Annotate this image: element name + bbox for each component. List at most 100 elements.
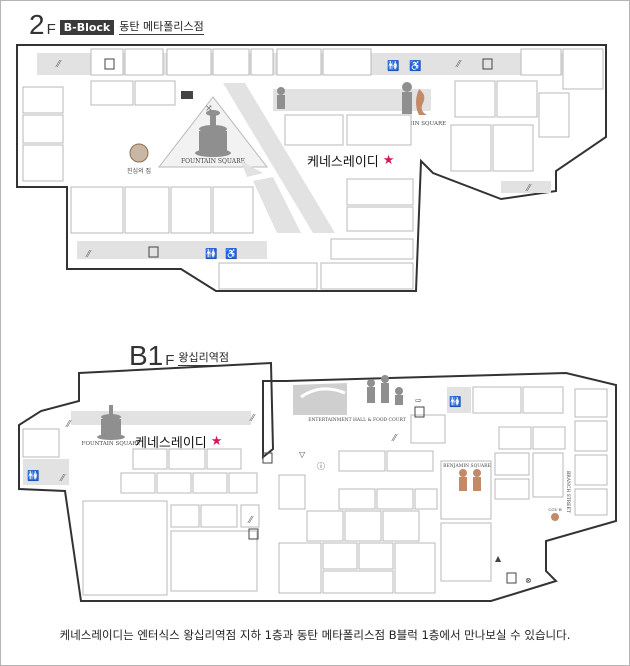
statue-icon: [367, 375, 403, 405]
benjamin-square-label: BENJAMIN SQUARE: [443, 463, 491, 469]
statue-icon: [459, 469, 481, 491]
svg-text:⤨: ⤨: [205, 104, 213, 114]
shop: [346, 178, 414, 206]
shop: [330, 238, 414, 260]
escalator-icon: ⁄⁄ ⁄⁄ ⁄⁄ ⁄⁄ ⤨: [55, 60, 533, 260]
shop: [170, 530, 258, 592]
escalator-icon: ⁄⁄ ⁄⁄ ⁄⁄ ⁄⁄ ⁄⁄: [59, 414, 399, 526]
svg-text:▲: ▲: [495, 554, 502, 563]
shop: [520, 48, 562, 76]
shop: [90, 48, 124, 76]
location-caption: 케네스레이디는 엔터식스 왕십리역점 지하 1층과 동탄 메타폴리스점 B블럭 …: [59, 628, 571, 642]
shop: [170, 504, 200, 528]
restaurant-logo-icon: [129, 143, 149, 163]
shop: [574, 388, 608, 418]
shop: [574, 488, 608, 516]
shop: [22, 86, 64, 114]
shop: [132, 448, 168, 470]
svg-text:♿: ♿: [409, 59, 421, 72]
shop: [322, 542, 358, 570]
small-logo-label: CGV B: [548, 507, 561, 512]
shop: [170, 186, 212, 234]
shop: [346, 206, 414, 232]
svg-text:⁄⁄: ⁄⁄: [59, 474, 67, 484]
star-icon: ★: [210, 434, 223, 449]
shop: [212, 48, 250, 76]
svg-text:🚻: 🚻: [205, 247, 217, 260]
corridor-right: [447, 387, 471, 413]
svg-text:🚻: 🚻: [387, 59, 399, 72]
shop: [250, 48, 274, 76]
shop: [498, 426, 532, 450]
shop: [284, 114, 344, 146]
shop: [494, 452, 530, 476]
store-marker-2f[interactable]: 케네스레이디 ★: [307, 151, 394, 170]
corridor-benjamin: [273, 89, 431, 111]
small-logo-icon: [551, 513, 559, 521]
grey-wedge: [241, 161, 263, 177]
store-label: 케네스레이디: [135, 436, 207, 451]
cafe-icon: [181, 91, 193, 99]
shop: [338, 488, 376, 510]
shop: [346, 114, 412, 146]
shop: [166, 48, 212, 76]
star-icon: ★: [382, 153, 395, 168]
corridor-bottom: [77, 241, 267, 259]
shop: [320, 262, 414, 290]
shop: [522, 386, 564, 414]
info-icon: ⓘ ▽ ⇨ ▲ ⊗: [299, 396, 532, 585]
corridor-diagonal: [223, 83, 335, 233]
store-label: 케네스레이디: [307, 155, 379, 170]
benjamin-square-label: BENJAMIN SQUARE: [388, 121, 446, 127]
svg-text:⁄⁄: ⁄⁄: [247, 516, 255, 526]
building-name: 동탄 메타폴리스점: [119, 20, 204, 35]
shop: [410, 414, 446, 444]
shop: [532, 426, 566, 450]
svg-text:⇨: ⇨: [415, 396, 422, 405]
shop: [454, 80, 496, 118]
shop: [538, 92, 570, 138]
shop: [218, 262, 318, 290]
shop: [574, 420, 608, 452]
shop: [168, 448, 206, 470]
floor-b1-map: FOUNTAIN SQUARE ENTERTAINMENT HALL & FOO…: [18, 361, 617, 602]
shop: [200, 504, 238, 528]
svg-text:⁄⁄: ⁄⁄: [85, 250, 93, 260]
shop: [120, 472, 156, 494]
shop: [382, 510, 420, 542]
shop: [450, 124, 492, 172]
shop: [386, 450, 434, 472]
shop: [156, 472, 192, 494]
store-marker-b1[interactable]: 케네스레이디 ★: [135, 432, 222, 451]
floor-number: 2: [29, 9, 45, 40]
shop: [134, 80, 176, 106]
statue-icon: [277, 82, 412, 114]
elevator-icon: [104, 58, 493, 258]
shop: [472, 386, 522, 414]
fountain-icon: [97, 405, 125, 440]
shop: [22, 428, 60, 458]
restroom-icon: 🚻 🚻: [27, 395, 461, 482]
svg-text:⁄⁄: ⁄⁄: [391, 434, 399, 444]
shop: [212, 186, 254, 234]
svg-text:🚻: 🚻: [449, 395, 461, 408]
shop: [276, 48, 322, 76]
entertainment-hall-label: ENTERTAINMENT HALL & FOOD COURT: [308, 417, 406, 423]
shop: [278, 474, 306, 510]
shop: [344, 510, 382, 542]
shop: [124, 48, 164, 76]
svg-text:⁄⁄: ⁄⁄: [455, 60, 463, 70]
shop: [306, 510, 344, 542]
floor-2f-map: FOUNTAIN SQUARE 진심의 집 BENJAMIN SQUARE: [16, 44, 607, 292]
shop: [492, 124, 534, 172]
restaurant-label: 진심의 집: [127, 167, 151, 175]
shop: [574, 454, 608, 486]
shop: [376, 488, 414, 510]
svg-text:⁄⁄: ⁄⁄: [55, 60, 63, 70]
corridor-top-left: [71, 411, 251, 425]
shop: [192, 472, 228, 494]
floor-suffix: F: [165, 352, 175, 369]
floor-number: B1: [129, 340, 164, 371]
shop: [22, 114, 64, 144]
